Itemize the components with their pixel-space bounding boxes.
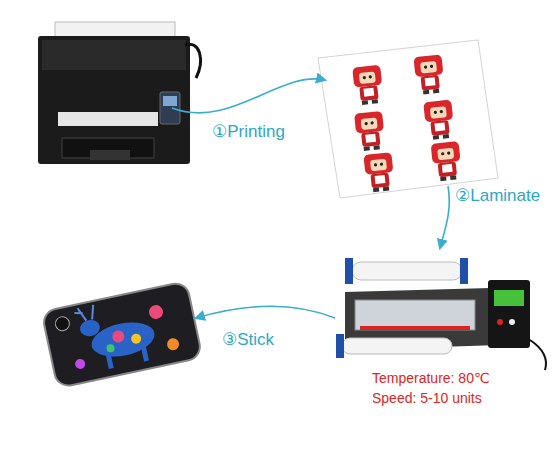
spec-note: Speed: 5-10 units [372, 390, 482, 407]
phone-case-picture [41, 281, 202, 388]
sticker-sheet-picture [318, 40, 498, 198]
printer-picture [38, 22, 200, 164]
process-arrow [196, 306, 335, 318]
step-label: ②Laminate [455, 186, 540, 206]
step-label: ③Stick [222, 330, 274, 350]
spec-note: Temperature: 80℃ [372, 370, 490, 387]
step-label: ①Printing [212, 122, 285, 142]
process-arrow [172, 79, 325, 113]
process-arrow [440, 186, 449, 248]
laminator-picture [336, 258, 546, 370]
